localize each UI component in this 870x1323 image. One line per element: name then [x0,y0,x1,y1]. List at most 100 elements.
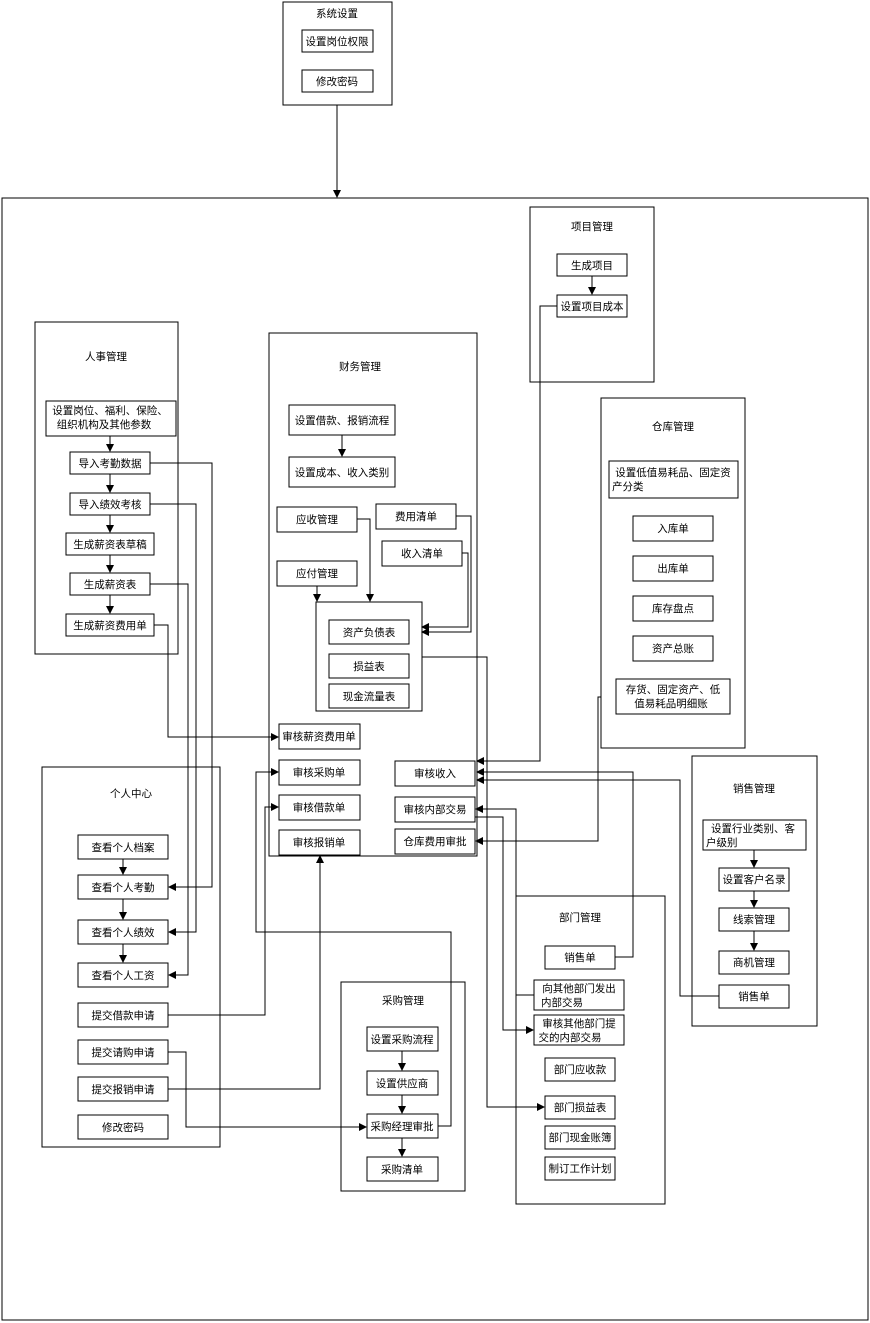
node-label-purchase-list: 采购清单 [381,1163,423,1176]
node-label-audit-purchase: 审核采购单 [293,766,346,779]
connectors [106,105,758,1157]
node-dept-work-plan[interactable] [544,1156,616,1181]
node-label-set-supplier: 设置供应商 [376,1077,429,1090]
node-label-inventory-detail-line1: 存货、固定资产、低 [626,683,721,696]
node-audit-loan[interactable] [278,794,361,821]
node-label-audit-income: 审核收入 [414,767,456,780]
node-label-dept-audit-trade-line1: 审核其他部门提 [542,1017,616,1030]
group-title-dept: 部门管理 [559,911,601,924]
node-label-asset-ledger: 资产总账 [652,642,694,655]
node-outbound[interactable] [632,555,714,582]
node-label-generate-salary: 生成薪资表 [84,578,137,591]
node-audit-internal-trade[interactable] [394,796,476,823]
node-audit-warehouse-expense[interactable] [394,828,476,855]
node-label-warehouse-set-class-line1: 设置低值易耗品、固定资 [615,466,731,479]
node-stocktake[interactable] [632,595,714,622]
node-set-supplier[interactable] [366,1070,439,1096]
node-dept-audit-trade[interactable] [533,1014,625,1046]
node-set-cost-income[interactable] [288,456,396,488]
node-label-audit-warehouse-expense: 仓库费用审批 [404,835,467,848]
node-opportunity-management[interactable] [718,950,790,975]
node-dept-pnl[interactable] [544,1095,616,1120]
group-warehouse-management: 仓库管理 设置低值易耗品、固定资 产分类 入库单 出库单 库存盘点 资产总账 存… [600,397,746,749]
node-label-set-purchase-flow: 设置采购流程 [371,1033,434,1046]
node-label-dept-work-plan: 制订工作计划 [549,1162,612,1175]
node-label-audit-reimburse: 审核报销单 [293,836,346,849]
node-label-dept-issue-trade-line2: 内部交易 [541,996,583,1009]
group-hr-management: 人事管理 设置岗位、福利、保险、 组织机构及其他参数 导入考勤数据 导入绩效考核… [34,321,179,655]
node-audit-reimburse[interactable] [278,829,361,856]
node-set-post-permission[interactable] [301,29,374,53]
node-audit-purchase[interactable] [278,759,361,786]
node-inventory-detail[interactable] [615,678,731,715]
group-title-finance: 财务管理 [339,360,381,373]
node-label-receivable-management: 应收管理 [296,513,338,526]
node-personal-change-password[interactable] [77,1114,169,1140]
node-label-income-statement: 损益表 [353,660,385,673]
node-label-view-profile: 查看个人档案 [92,841,155,854]
node-set-purchase-flow[interactable] [366,1026,439,1052]
node-dept-receivable[interactable] [544,1057,616,1082]
node-label-opportunity-management: 商机管理 [733,956,775,969]
node-label-personal-change-password: 修改密码 [102,1121,144,1134]
node-label-dept-sales-order: 销售单 [564,951,596,964]
group-title-purchase: 采购管理 [382,994,424,1007]
node-label-balance-sheet: 资产负债表 [343,626,396,639]
node-label-submit-reimburse: 提交报销申请 [92,1083,155,1096]
node-label-view-attendance: 查看个人考勤 [92,881,155,894]
node-label-sales-set-type-line2: 户级别 [706,836,738,849]
group-personal-center: 个人中心 查看个人档案 查看个人考勤 查看个人绩效 查看个人工资 提交借款申请 … [41,766,221,1148]
node-label-inbound: 入库单 [657,522,689,535]
group-title-personal: 个人中心 [110,787,152,800]
node-label-view-performance: 查看个人绩效 [92,926,155,939]
node-receivable-management[interactable] [276,506,358,533]
node-label-dept-receivable: 部门应收款 [554,1063,607,1076]
node-dept-cash-journal[interactable] [544,1125,616,1150]
node-label-inventory-detail-line2: 值易耗品明细账 [634,697,708,710]
node-balance-sheet[interactable] [328,619,410,645]
node-hr-params[interactable] [45,400,177,437]
node-view-salary[interactable] [77,962,169,988]
node-label-hr-params-line1: 设置岗位、福利、保险、 [52,404,168,417]
node-warehouse-set-class[interactable] [608,460,739,499]
node-label-outbound: 出库单 [657,562,689,575]
node-audit-salary-expense[interactable] [278,723,361,750]
node-asset-ledger[interactable] [632,635,714,662]
group-title-system: 系统设置 [316,7,358,20]
node-label-expense-list: 费用清单 [395,510,437,523]
node-label-audit-internal-trade: 审核内部交易 [404,803,467,816]
node-income-statement[interactable] [328,653,410,679]
node-label-import-attendance: 导入考勤数据 [79,457,142,470]
node-system-change-password[interactable] [301,69,374,93]
node-expense-list[interactable] [375,503,457,530]
node-sales-set-type[interactable] [702,819,807,851]
node-label-set-post-permission: 设置岗位权限 [306,35,369,48]
node-dept-issue-trade[interactable] [533,979,625,1011]
group-department-management: 部门管理 销售单 向其他部门发出 内部交易 审核其他部门提 交的内部交易 部门应… [515,895,666,1205]
node-audit-income[interactable] [394,760,476,787]
node-view-attendance[interactable] [77,874,169,900]
node-set-loan-flow[interactable] [288,404,396,436]
node-label-income-list: 收入清单 [401,547,443,560]
node-label-view-salary: 查看个人工资 [92,969,155,982]
node-label-set-loan-flow: 设置借款、报销流程 [295,414,390,427]
node-label-set-project-cost: 设置项目成本 [561,300,624,313]
node-label-dept-cash-journal: 部门现金账簿 [549,1131,612,1144]
group-system-settings: 系统设置 设置岗位权限 修改密码 [282,1,393,106]
node-income-list[interactable] [381,540,463,567]
node-purchase-list[interactable] [366,1156,439,1182]
group-finance-management: 财务管理 设置借款、报销流程 设置成本、收入类别 应收管理 费用清单 收入清单 … [268,332,478,857]
group-project-management: 项目管理 生成项目 设置项目成本 [529,206,655,383]
node-label-submit-purchase-request: 提交请购申请 [92,1046,155,1059]
node-label-dept-audit-trade-line2: 交的内部交易 [539,1031,602,1044]
node-view-profile[interactable] [77,834,169,860]
node-label-dept-pnl: 部门损益表 [554,1101,607,1114]
node-cash-flow[interactable] [328,683,410,709]
node-inbound[interactable] [632,515,714,542]
node-label-dept-issue-trade-line1: 向其他部门发出 [542,982,616,995]
node-label-cash-flow: 现金流量表 [343,690,396,703]
node-label-sales-order: 销售单 [738,990,770,1003]
node-label-submit-loan: 提交借款申请 [92,1009,155,1022]
node-label-hr-params-line2: 组织机构及其他参数 [57,418,152,431]
